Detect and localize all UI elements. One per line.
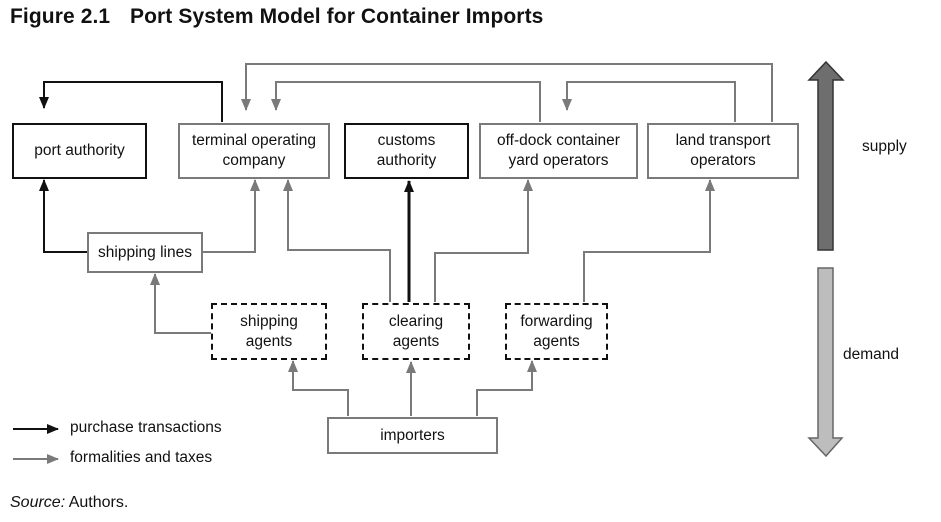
node-customs-authority: customs authority: [344, 123, 469, 179]
node-importers: importers: [327, 417, 498, 454]
arrow-land-transport-to-terminal: [241, 63, 773, 122]
source-label: Source:: [10, 494, 66, 511]
node-off-dock-container-yard-operators: off-dock container yard operators: [479, 123, 638, 179]
node-port-authority: port authority: [12, 123, 147, 179]
arrow-shipping-lines-to-terminal: [202, 179, 260, 253]
legend-formalities-and-taxes: formalities and taxes: [70, 449, 213, 466]
source-text: Authors.: [65, 494, 129, 511]
node-shipping-agents: shipping agents: [211, 303, 327, 360]
node-clearing-agents: clearing agents: [362, 303, 470, 360]
node-land-transport-operators: land transport operators: [647, 123, 799, 179]
arrow-off-dock-to-terminal: [271, 81, 541, 122]
demand-label: demand: [843, 346, 900, 363]
node-terminal-operating-company: terminal operating company: [178, 123, 330, 179]
figure-title: Figure 2.1 Port System Model for Containe…: [10, 5, 543, 29]
supply-arrow-icon: [807, 60, 845, 251]
arrow-forwarding-to-land-transport: [583, 179, 715, 302]
node-forwarding-agents: forwarding agents: [505, 303, 608, 360]
arrow-clearing-to-off-dock: [434, 179, 533, 302]
arrow-shipping-agents-to-shipping-lines: [150, 273, 211, 334]
figure-title-text: Port System Model for Container Imports: [130, 5, 544, 28]
arrow-land-transport-to-off-dock: [562, 81, 736, 122]
source-note: Source: Authors.: [10, 494, 128, 512]
figure-number: Figure 2.1: [10, 5, 111, 28]
arrow-clearing-to-terminal: [283, 179, 391, 302]
arrow-importers-to-shipping-agents: [288, 360, 349, 416]
arrow-shipping-lines-to-port-authority: [39, 179, 87, 253]
supply-label: supply: [862, 138, 907, 155]
legend-purchase-transactions: purchase transactions: [70, 419, 222, 436]
node-shipping-lines: shipping lines: [87, 232, 203, 273]
arrow-terminal-to-port-authority: [39, 81, 223, 122]
demand-arrow-icon: [807, 267, 844, 458]
arrow-importers-to-forwarding-agents: [476, 360, 537, 416]
